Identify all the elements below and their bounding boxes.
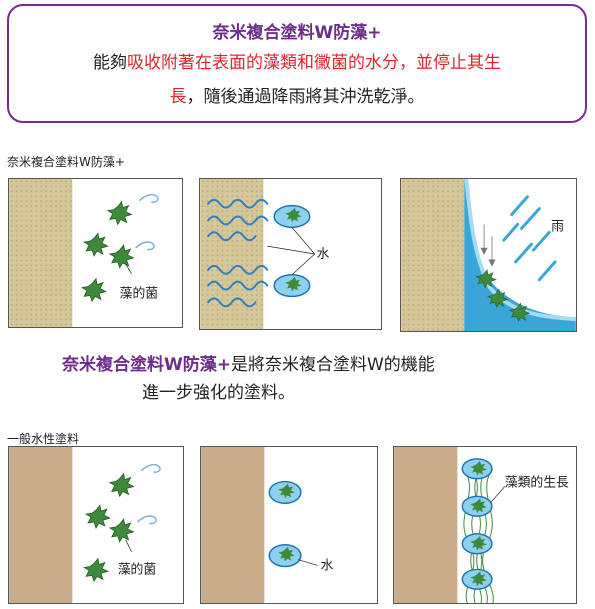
washed-algae — [475, 269, 531, 322]
callout-box: 奈米複合塗料W防藻+ 能夠吸收附著在表面的藻類和黴菌的水分，並停止其生 長，隨後… — [7, 4, 587, 123]
algae-cell — [470, 460, 487, 476]
panel-ordinary-mold: 藻的菌 — [8, 446, 184, 604]
mold-spore — [106, 200, 133, 226]
panel-coated-mold-illustration: 藻的菌 — [9, 179, 159, 327]
panel-label-mold: 藻的菌 — [118, 561, 157, 577]
callout-line-1-highlight: 吸收附著在表面的藻類和黴菌的水分，並停止其生 — [127, 53, 501, 73]
callout-line-2: 長，隨後通過降雨將其沖洗乾淨。 — [9, 82, 585, 107]
panel-label-mold: 藻的菌 — [120, 285, 159, 301]
algae-colonies — [461, 458, 493, 590]
panel-ordinary-water: 水 — [200, 446, 378, 604]
panel-label-water: 水 — [321, 558, 334, 573]
algae-in-water — [273, 204, 311, 298]
mold-spore — [85, 504, 111, 529]
comparison-statement-line-1: 奈米複合塗料W防藻+是將奈米複合塗料W的機能 — [62, 350, 435, 375]
plain-wall — [201, 447, 265, 603]
callout-title: 奈米複合塗料W防藻+ — [212, 23, 382, 43]
algae-cell — [470, 571, 487, 587]
panel-coated-absorb: 水 — [199, 178, 382, 330]
plain-wall — [394, 447, 458, 603]
callout-line-2-highlight: 長 — [169, 87, 187, 107]
mold-spore — [81, 277, 107, 303]
mold-spores — [83, 472, 135, 583]
mold-spores — [81, 200, 135, 303]
spore-trails — [136, 463, 161, 525]
comparison-statement-line-2: 進一步強化的塗料。 — [142, 383, 295, 403]
plain-wall — [9, 447, 73, 603]
callout-line-2-plain: ，隨後通過降雨將其沖洗乾淨。 — [186, 87, 425, 107]
panel-ordinary-growth: 藻類的生長 — [393, 446, 577, 604]
panel-coated-mold: 藻的菌 — [8, 178, 183, 328]
section-label-ordinary: 一般水性塗料 — [7, 432, 80, 446]
algae-cell — [278, 483, 295, 499]
mold-spore — [108, 518, 135, 543]
comparison-statement-brand: 奈米複合塗料W防藻+ — [62, 355, 231, 375]
panel-coated-rain: 雨 — [400, 178, 577, 332]
rain-direction-arrows — [480, 224, 496, 267]
panel-coated-rain-illustration: 雨 — [401, 179, 576, 331]
absorbed-water — [207, 198, 269, 308]
coated-wall — [9, 179, 73, 327]
spore-trails — [134, 193, 159, 251]
comparison-statement-rest: 是將奈米複合塗料W的機能 — [231, 355, 435, 375]
label-pointers — [267, 227, 315, 275]
section-label-coated: 奈米複合塗料W防藻+ — [7, 155, 125, 169]
panel-ordinary-water-illustration: 水 — [201, 447, 334, 603]
coated-wall — [401, 179, 465, 331]
panel-label-growth: 藻類的生長 — [505, 474, 569, 490]
raindrops — [502, 195, 557, 282]
panel-label-rain: 雨 — [551, 219, 564, 234]
callout-line-1: 能夠吸收附著在表面的藻類和黴菌的水分，並停止其生 — [9, 48, 585, 73]
label-pointer — [125, 263, 132, 274]
callout-line-1-plain: 能夠 — [93, 53, 127, 73]
algae-cell — [285, 207, 302, 223]
panel-coated-absorb-illustration: 水 — [200, 179, 330, 329]
mold-spore — [83, 232, 109, 257]
mold-spore — [83, 557, 109, 583]
algae-cell — [470, 535, 487, 551]
label-pointer — [297, 559, 318, 566]
label-pointer — [125, 539, 132, 552]
algae-cell — [285, 276, 302, 292]
label-pointer — [490, 486, 506, 503]
panel-label-water: 水 — [317, 247, 330, 262]
mold-spore — [108, 472, 135, 498]
algae-cell — [278, 546, 295, 562]
algae-cell — [470, 498, 487, 514]
water-droplets — [268, 480, 302, 568]
panel-ordinary-mold-illustration: 藻的菌 — [9, 447, 161, 603]
mold-spore — [108, 244, 135, 269]
panel-ordinary-growth-illustration: 藻類的生長 — [394, 447, 569, 603]
